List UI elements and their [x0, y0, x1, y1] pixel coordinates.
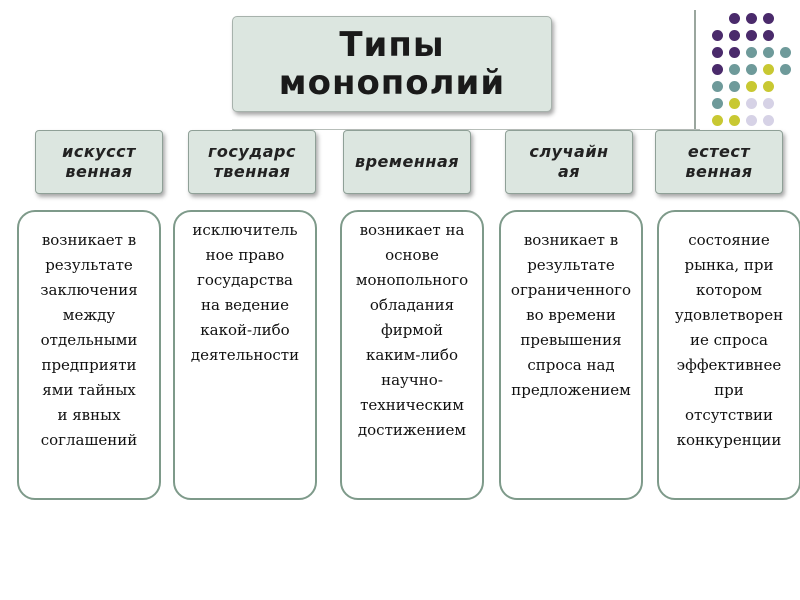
decorative-horizontal-line [232, 129, 700, 130]
decorative-dot [746, 30, 757, 41]
decorative-dot [763, 64, 774, 75]
decorative-dot [763, 115, 774, 126]
description-box-random: возникает в результате ограниченного во … [499, 210, 643, 500]
decorative-dot [763, 47, 774, 58]
decorative-dot [712, 98, 723, 109]
decorative-dot [712, 64, 723, 75]
decorative-dot [763, 81, 774, 92]
decorative-dot [712, 30, 723, 41]
category-label: государс твенная [208, 142, 296, 181]
description-text: возникает в результате заключения между … [40, 231, 138, 449]
description-box-artificial: возникает в результате заключения между … [17, 210, 161, 500]
decorative-dot [746, 115, 757, 126]
decorative-dot [729, 81, 740, 92]
decorative-dot [746, 98, 757, 109]
description-box-state: исключитель ное право государства на вед… [173, 210, 317, 500]
decorative-dot [729, 30, 740, 41]
decorative-dot [729, 13, 740, 24]
decorative-dot [780, 64, 791, 75]
category-box-state: государс твенная [188, 130, 316, 194]
decorative-dot [729, 98, 740, 109]
description-text: состояние рынка, при котором удовлетворе… [674, 231, 784, 449]
decorative-dot [763, 30, 774, 41]
description-box-temporary: возникает на основе монопольного обладан… [340, 210, 484, 500]
decorative-dot [729, 47, 740, 58]
decorative-dot [780, 47, 791, 58]
decorative-dot [729, 64, 740, 75]
category-box-temporary: временная [343, 130, 471, 194]
decorative-dot [746, 64, 757, 75]
category-label: естест венная [685, 142, 753, 181]
decorative-dot [729, 115, 740, 126]
description-text: возникает в результате ограниченного во … [510, 231, 632, 399]
description-box-natural: состояние рынка, при котором удовлетворе… [657, 210, 800, 500]
category-box-natural: естест венная [655, 130, 783, 194]
description-text: возникает на основе монопольного обладан… [355, 221, 469, 439]
description-text: исключитель ное право государства на вед… [190, 221, 300, 364]
category-label: случайн ая [529, 142, 609, 181]
decorative-dot [746, 81, 757, 92]
decorative-dot [712, 115, 723, 126]
decorative-dot [746, 13, 757, 24]
decorative-dot [763, 13, 774, 24]
diagram-title: Типы монополий [278, 25, 506, 103]
title-box: Типы монополий [232, 16, 552, 112]
category-label: временная [354, 152, 460, 171]
decorative-dot [746, 47, 757, 58]
category-label: искусст венная [62, 142, 136, 181]
decorative-vertical-line [694, 10, 696, 130]
decorative-dot [712, 47, 723, 58]
decorative-dot [763, 98, 774, 109]
category-box-artificial: искусст венная [35, 130, 163, 194]
category-box-random: случайн ая [505, 130, 633, 194]
decorative-dot [712, 81, 723, 92]
